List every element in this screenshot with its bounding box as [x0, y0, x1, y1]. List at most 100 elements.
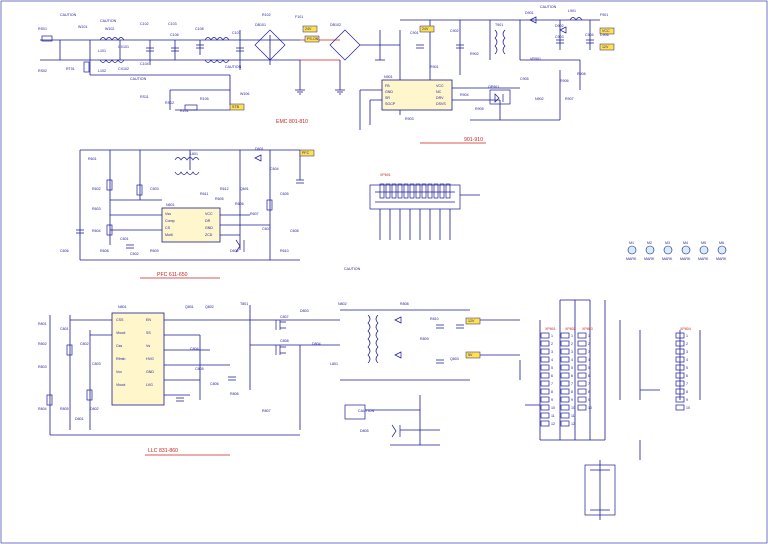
fiducial-mark — [699, 245, 709, 255]
connector-pin-number: 11 — [551, 414, 555, 418]
emc-ref: RT01 — [66, 67, 75, 71]
connector-pin-number: 7 — [686, 382, 688, 386]
connector-pin — [540, 388, 550, 395]
llc-ref: R807 — [262, 409, 271, 413]
connector-pin-number: 4 — [551, 358, 553, 362]
aux-ic-pin: NC — [436, 90, 442, 94]
connector-pin — [540, 364, 550, 371]
llc-ref: R803 — [38, 365, 47, 369]
llc-ref: Q802 — [205, 305, 214, 309]
aux-ref: D901 — [525, 11, 534, 15]
net-tag — [229, 103, 245, 111]
connector-pin-number: 7 — [588, 382, 590, 386]
pfc-section — [76, 149, 304, 279]
pfc-ic-pin: Comp — [165, 219, 175, 223]
pfc-ref: R604 — [92, 229, 101, 233]
connector-pin-number: 6 — [686, 374, 688, 378]
llc-ref: R806 — [230, 392, 239, 396]
pfc-ref: R611 — [200, 192, 208, 196]
llc-ref: C801 — [60, 327, 69, 331]
llc-ref: C803 — [92, 362, 101, 366]
mark-ref: M3 — [665, 241, 670, 245]
pfc-ref: R612 — [220, 187, 229, 191]
net-tag — [419, 25, 435, 33]
llc-ref: R809 — [420, 337, 429, 341]
llc-ref: D801 — [75, 417, 84, 421]
emc-ref: C102 — [140, 22, 149, 26]
connector-pin — [560, 340, 570, 347]
connector-pin — [577, 372, 587, 379]
aux-ref: R906 — [560, 79, 569, 83]
net-tag-label: PFC — [302, 151, 310, 155]
fiducial-mark — [663, 245, 673, 255]
llc-ic-pin: Vs — [146, 344, 150, 348]
connector-pin-number: 11 — [571, 414, 575, 418]
aux-ic-pin: GND — [385, 90, 393, 94]
llc-ref: R810 — [430, 317, 439, 321]
mark-ref: M1 — [629, 241, 634, 245]
caution-label: CAUTION — [358, 409, 375, 413]
pfc-ref: C604 — [270, 167, 279, 171]
connector-ref: XP803 — [582, 327, 593, 331]
connector-pin-number: 8 — [571, 390, 573, 394]
net-tag — [599, 27, 615, 35]
llc-ic-pin: EN — [146, 318, 151, 322]
pfc-ref: R606 — [235, 202, 244, 206]
pfc-ref: D602 — [230, 249, 239, 253]
connector-pin — [427, 183, 433, 199]
llc-ic-pin: SS — [146, 331, 151, 335]
connector-pin — [540, 356, 550, 363]
llc-ic-pin: CSS — [116, 318, 124, 322]
connector-pin — [560, 380, 570, 387]
connector-pin — [540, 372, 550, 379]
connector-pin-number: 3 — [588, 350, 590, 354]
connector-pin — [560, 356, 570, 363]
llc-ref: Q803 — [450, 357, 459, 361]
aux-ic-pin: DRV — [436, 96, 444, 100]
connector-pin — [577, 404, 587, 411]
caution-label: CAUTION — [100, 19, 117, 23]
emc-ref: W106 — [240, 92, 249, 96]
connector-pin-number: 2 — [571, 342, 573, 346]
connector-pin-number: 10 — [551, 406, 555, 410]
connector-pin — [385, 183, 391, 199]
pfc-ic-pin: Vss — [165, 212, 171, 216]
emc-ref: R105 — [200, 97, 209, 101]
connector-pin — [560, 332, 570, 339]
aux-ref: F901 — [600, 13, 608, 17]
fiducial-mark — [681, 245, 691, 255]
net-tag — [465, 317, 481, 325]
connector-pin — [675, 356, 685, 363]
pfc-ic-pin: VCC — [205, 212, 213, 216]
aux-ref: VR901 — [530, 57, 541, 61]
pfc-ref: C607 — [262, 227, 271, 231]
mark-label: MARK — [644, 257, 655, 261]
llc-ref: D804 — [312, 342, 321, 346]
connector-pin-number: 5 — [588, 366, 590, 370]
connector-pin — [560, 404, 570, 411]
connector-pin — [675, 380, 685, 387]
connector-pin-number: 3 — [686, 350, 688, 354]
aux-ref: N902 — [535, 97, 544, 101]
connector-pin-number: 4 — [686, 358, 688, 362]
connector-pin-number: 7 — [571, 382, 573, 386]
aux-ref: R905 — [475, 107, 484, 111]
connector-pin-number: 8 — [551, 390, 553, 394]
pfc-ref: C601 — [120, 237, 129, 241]
llc-ic-pin: Vboot — [116, 383, 125, 387]
mark-ref: M6 — [719, 241, 724, 245]
llc-ref: C806 — [210, 382, 219, 386]
connector-pin — [445, 183, 451, 199]
aux-ref: C904 — [585, 33, 594, 37]
connector-pin-number: 1 — [551, 334, 553, 338]
connector-pin-number: 5 — [551, 366, 553, 370]
connector-pin-number: 12 — [551, 422, 555, 426]
llc-ref: L801 — [330, 362, 338, 366]
connector-ref: XP804 — [680, 327, 691, 331]
pfc-ref: R605 — [215, 197, 224, 201]
aux-ref: C901 — [410, 31, 419, 35]
connector-pin-number: 1 — [686, 334, 688, 338]
connector-pin-number: 5 — [571, 366, 573, 370]
aux-section — [359, 16, 600, 144]
connector-pin — [397, 183, 403, 199]
